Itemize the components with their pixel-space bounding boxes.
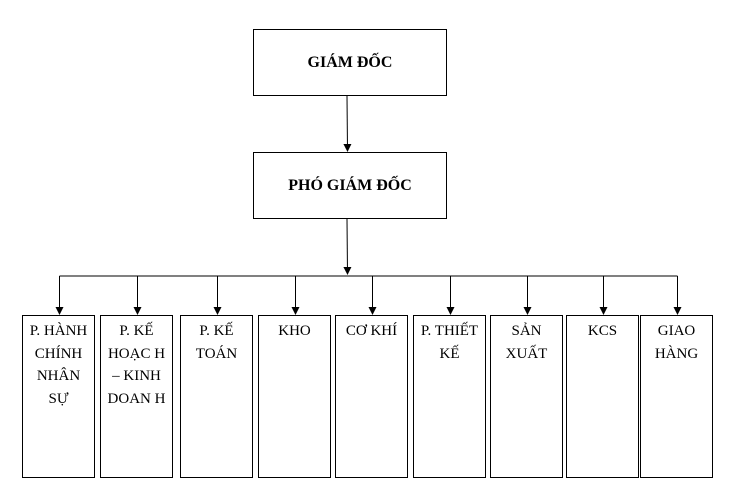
department-label: CƠ KHÍ (345, 323, 398, 339)
arrow-deputy-to-bus (343, 218, 352, 275)
department-box: P. KẾ HOẠC H – KINH DOAN H (100, 315, 173, 478)
department-box: P. KẾ TOÁN (180, 315, 253, 478)
department-label: P. KẾ TOÁN (195, 323, 238, 362)
department-box: P. HÀNH CHÍNH NHÂN SỰ (22, 315, 95, 478)
department-label: KHO (278, 323, 311, 339)
department-box: SẢN XUẤT (490, 315, 563, 478)
department-label: KCS (587, 323, 618, 339)
director-label: GIÁM ĐỐC (307, 53, 393, 71)
deputy-director-box: PHÓ GIÁM ĐỐC (253, 152, 447, 219)
department-label: P. KẾ HOẠC H – KINH DOAN H (107, 323, 166, 407)
department-box: P. THIẾT KẾ (413, 315, 486, 478)
deputy-director-label: PHÓ GIÁM ĐỐC (288, 176, 412, 194)
department-box: KHO (258, 315, 331, 478)
department-label: P. HÀNH CHÍNH NHÂN SỰ (29, 323, 88, 407)
department-label: P. THIẾT KẾ (420, 323, 479, 362)
arrow-director-to-deputy (343, 95, 352, 152)
department-label: GIAO HÀNG (654, 323, 699, 362)
department-box: KCS (566, 315, 639, 478)
department-box: GIAO HÀNG (640, 315, 713, 478)
department-label: SẢN XUẤT (505, 323, 548, 362)
department-box: CƠ KHÍ (335, 315, 408, 478)
director-box: GIÁM ĐỐC (253, 29, 447, 96)
